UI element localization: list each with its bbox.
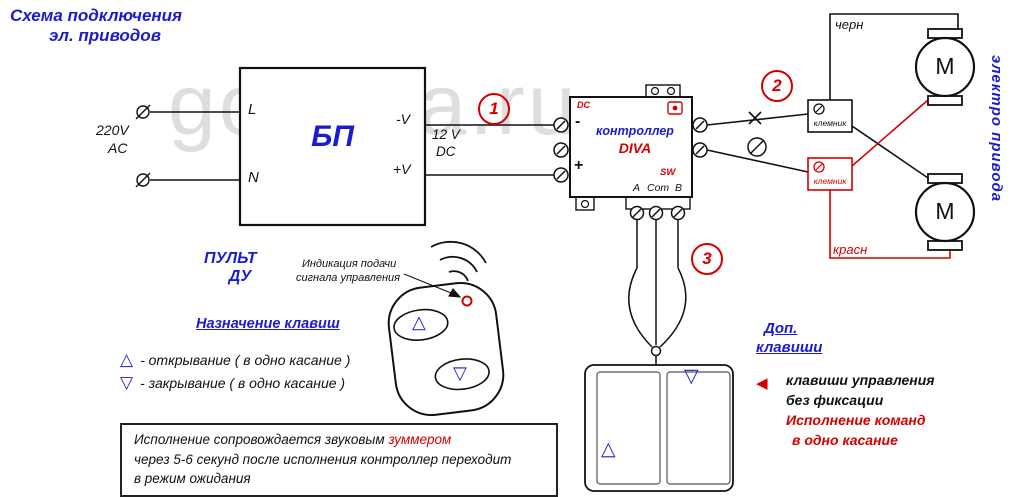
no-polarity-icon [747, 137, 767, 157]
note-line1: Исполнение сопровождается звуковым зумме… [134, 430, 546, 450]
controller-term-com: Com [647, 182, 670, 194]
marker-3: 3 [691, 243, 723, 275]
mains-type-label: AC [108, 140, 128, 156]
extra-keys-line4: в одно касание [792, 432, 898, 448]
page-title: Схема подключения эл. приводов [10, 6, 200, 46]
psu-terminal-n: N [248, 169, 259, 186]
controller-term-b: B [675, 182, 683, 194]
title-line1: Схема подключения [10, 6, 183, 25]
psu-terminal-l: L [248, 101, 257, 118]
extra-keys-heading1: Доп. [764, 320, 798, 337]
note-line1-red: зуммером [388, 432, 452, 447]
title-line2: эл. приводов [49, 26, 161, 45]
klemnik-bottom-label: клемник [813, 176, 847, 186]
arrow-left-icon: ◀ [756, 375, 768, 392]
remote-button-up: △ [412, 312, 426, 332]
remote-title: ПУЛЬТ ДУ [204, 250, 276, 286]
switch-cable [628, 220, 687, 365]
note-line3: в режим ожидания [134, 471, 251, 487]
motor-top-label: M [935, 53, 955, 79]
side-label: электро привода [988, 55, 1005, 203]
psu-label: БП [311, 120, 354, 153]
legend-open-row: △ - открывание ( в одно касание ) [120, 351, 350, 368]
out-voltage-label: 12 V [432, 127, 460, 142]
remote-title-line1: ПУЛЬТ [204, 250, 257, 267]
motor-top [914, 28, 976, 106]
remote-title-line2: ДУ [228, 268, 252, 285]
wire-black-label: черн [835, 17, 864, 32]
controller-minus: - [575, 113, 581, 130]
extra-keys-heading2: клавиши [756, 339, 823, 356]
motor-wires [829, 13, 959, 259]
controller-sw-label: SW [660, 167, 676, 178]
controller-dc-label: DC [577, 100, 590, 110]
keys-heading: Назначение клавиш [196, 316, 340, 332]
note-line1-black: Исполнение сопровождается звуковым [134, 432, 389, 447]
klemnik-bottom [807, 157, 853, 191]
out-type-label: DC [436, 144, 456, 159]
psu-box [238, 66, 427, 227]
legend-close-text: - закрывание ( в одно касание ) [140, 374, 346, 391]
signal-waves-icon [430, 240, 487, 282]
note-line2: через 5-6 секунд после исполнения контро… [134, 451, 512, 467]
led-indicator [461, 295, 473, 307]
indication-line1: Индикация подачи [302, 258, 397, 270]
indication-pointer [403, 273, 462, 298]
ir-sensor-icon [667, 101, 683, 115]
remote-button-down: ▽ [453, 363, 467, 383]
mains-wires [150, 111, 240, 181]
remote-body [387, 240, 505, 416]
motor-bottom [914, 173, 976, 251]
switch-button-up: △ [601, 439, 616, 460]
marker-1: 1 [478, 93, 510, 125]
legend-open-text: - открывание ( в одно касание ) [140, 351, 351, 368]
switch-button-down: ▽ [684, 366, 699, 387]
controller-bottom-terminals [629, 205, 686, 221]
controller-right-terminals [692, 117, 708, 158]
wire-cross-icon [748, 111, 762, 125]
controller-left-terminals [553, 117, 569, 183]
wire-red-label: красн [833, 242, 868, 257]
marker-2: 2 [761, 70, 793, 102]
controller-box [553, 84, 708, 221]
klemnik-top [807, 99, 853, 133]
note-box: Исполнение сопровождается звуковым зумме… [120, 423, 558, 497]
triangle-down-icon: ▽ [120, 373, 134, 392]
psu-output-wires [425, 124, 554, 176]
triangle-up-icon: △ [120, 350, 134, 369]
controller-name: контроллер [596, 124, 674, 138]
controller-model: DIVA [618, 140, 652, 156]
psu-out-minus: -V [396, 111, 410, 127]
motor-bottom-label: M [935, 198, 955, 224]
extra-keys-line2: без фиксации [786, 392, 884, 408]
extra-keys-line1: клавиши управления [786, 372, 935, 388]
mains-voltage-label: 220V [96, 122, 129, 138]
indication-line2: сигнала управления [296, 272, 401, 284]
mains-terminal-icon [135, 104, 151, 188]
controller-term-a: A [633, 182, 641, 194]
legend-close-row: ▽ - закрывание ( в одно касание ) [120, 374, 345, 391]
controller-plus: + [574, 157, 584, 174]
wall-switch [584, 364, 734, 492]
klemnik-top-label: клемник [813, 118, 847, 128]
extra-keys-line3: Исполнение команд [786, 412, 926, 428]
psu-out-plus: +V [393, 161, 411, 177]
